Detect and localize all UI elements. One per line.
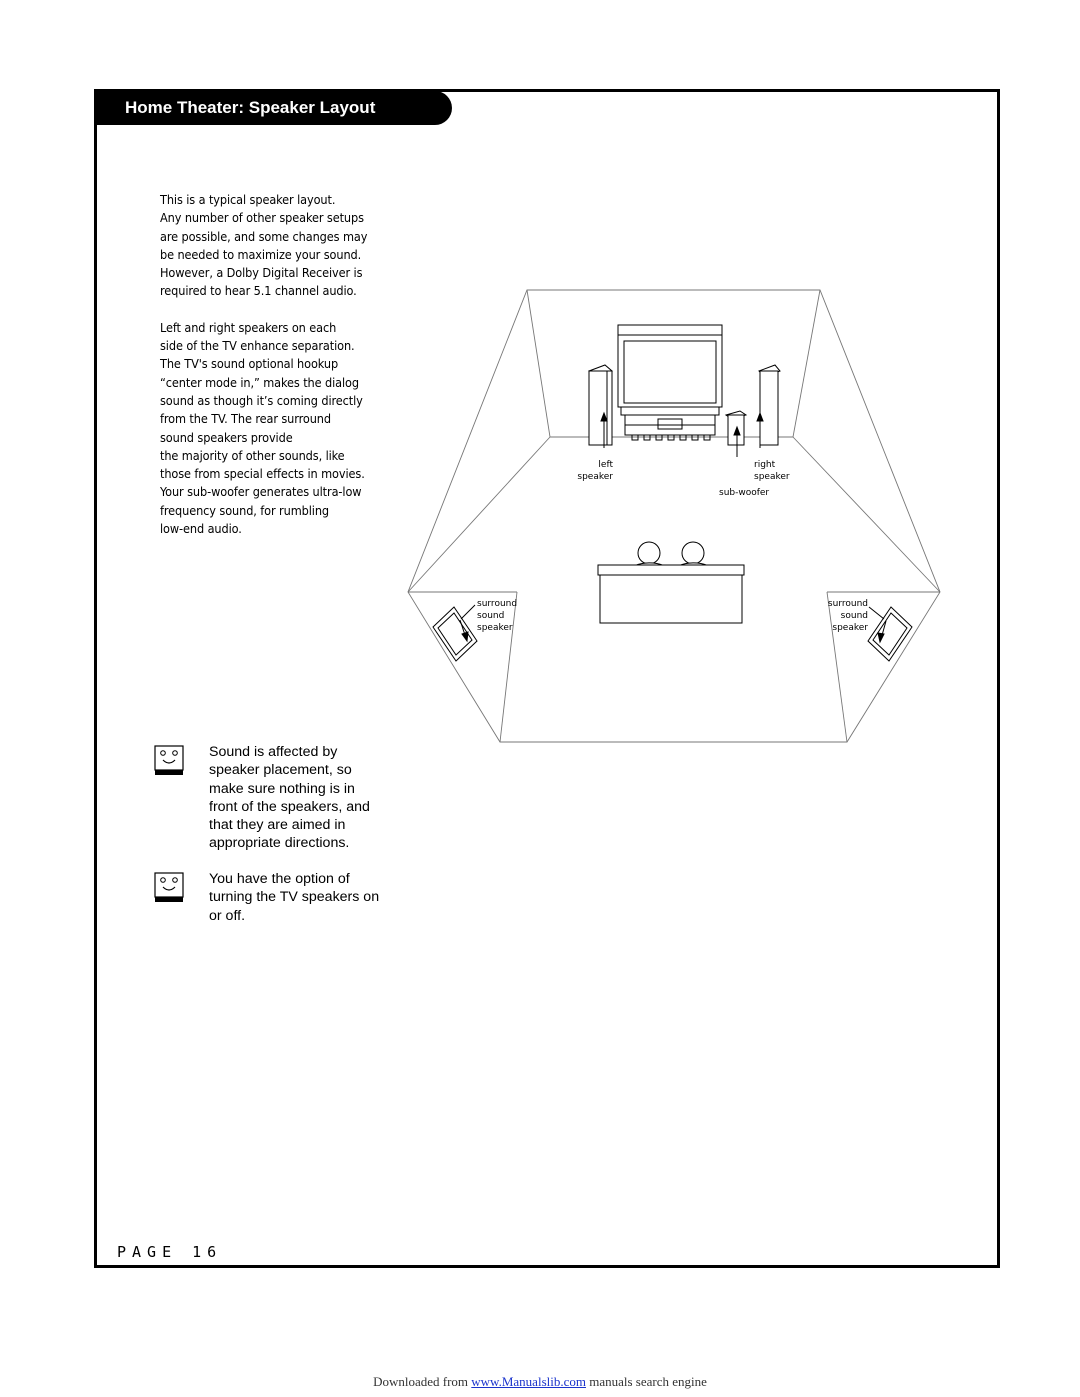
surround-right-label-3: speaker bbox=[832, 623, 868, 633]
couch-icon bbox=[597, 541, 745, 624]
tip-note-1-text: Sound is affected by speaker placement, … bbox=[209, 744, 370, 852]
tv-icon bbox=[617, 324, 723, 441]
right-speaker-icon bbox=[756, 364, 781, 448]
footer-suffix: manuals search engine bbox=[585, 1374, 707, 1389]
intro-paragraph-1: This is a typical speaker layout. Any nu… bbox=[160, 192, 368, 299]
footer: Downloaded from www.Manualslib.com manua… bbox=[0, 1374, 1080, 1390]
surround-left-label-1: surround bbox=[477, 599, 517, 609]
smiley-face-icon bbox=[154, 745, 184, 775]
surround-right-label-1: surround bbox=[828, 599, 868, 609]
left-speaker-label-2: speaker bbox=[577, 472, 613, 482]
subwoofer-icon bbox=[724, 410, 748, 457]
intro-paragraph-2: Left and right speakers on each side of … bbox=[160, 319, 365, 537]
footer-prefix: Downloaded from bbox=[373, 1374, 472, 1389]
tip-note-1: Sound is affected by speaker placement, … bbox=[154, 743, 404, 853]
left-surround-speaker-icon bbox=[432, 604, 478, 662]
surround-left-label-3: speaker bbox=[477, 623, 513, 633]
right-speaker-label-2: speaker bbox=[754, 472, 790, 482]
subwoofer-label: sub-woofer bbox=[719, 488, 769, 498]
page-frame bbox=[94, 89, 1000, 1268]
right-speaker-label-1: right bbox=[754, 460, 776, 470]
speaker-layout-diagram: left speaker right speaker sub-woofer su… bbox=[407, 289, 941, 743]
footer-link[interactable]: www.Manualslib.com bbox=[471, 1374, 586, 1389]
left-speaker-icon bbox=[588, 364, 613, 448]
surround-left-label-2: sound bbox=[477, 611, 504, 621]
page-number: PAGE 16 bbox=[117, 1243, 223, 1261]
left-speaker-label-1: left bbox=[598, 460, 613, 470]
tip-note-2-text: You have the option of turning the TV sp… bbox=[209, 871, 380, 924]
surround-right-label-2: sound bbox=[841, 611, 868, 621]
intro-text: This is a typical speaker layout. Any nu… bbox=[160, 191, 400, 556]
tip-note-2: You have the option of turning the TV sp… bbox=[154, 870, 404, 925]
right-surround-speaker-icon bbox=[867, 606, 913, 662]
page-title: Home Theater: Speaker Layout bbox=[94, 91, 452, 125]
smiley-face-icon bbox=[154, 872, 184, 902]
